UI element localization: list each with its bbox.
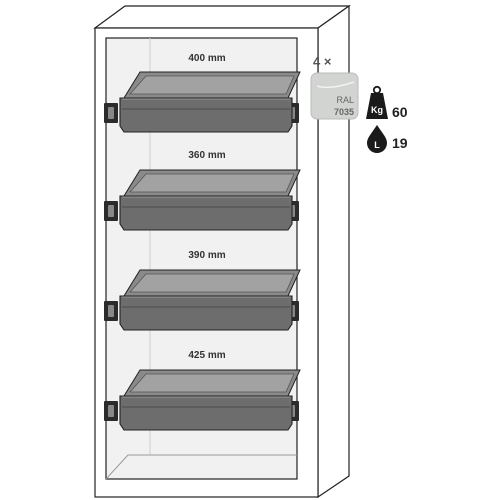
drawer-2-left-rail-detail: [108, 205, 114, 217]
weight-icon-text: Kg: [371, 105, 383, 115]
drawer-1-tray-floor: [129, 75, 295, 95]
weight-icon-body: [366, 93, 388, 119]
drawer-2-tray-floor: [129, 173, 295, 193]
ral-color-swatch: RAL 7035: [310, 72, 359, 120]
drawer-1: [104, 71, 301, 133]
drawer-2: [104, 169, 301, 231]
drawer-2-height-label: 360 mm: [188, 150, 225, 161]
load-capacity-value: 60: [392, 104, 408, 120]
drawer-3-front: [119, 295, 293, 331]
drawer-group: [104, 71, 301, 431]
swatch-highlight: [316, 81, 355, 89]
drawer-3-height-label: 390 mm: [188, 250, 225, 261]
drop-icon-body: [367, 125, 387, 153]
drawer-3-left-rail-detail: [108, 305, 114, 317]
ral-code: 7035: [334, 107, 354, 117]
liquid-drop-icon: L: [367, 125, 387, 153]
drawer-4-tray-floor: [129, 373, 295, 393]
drawer-3: [104, 269, 301, 331]
drawer-1-front: [119, 97, 293, 133]
drawer-1-height-label: 400 mm: [188, 53, 225, 64]
weight-icon-handle: [372, 85, 382, 95]
drawer-4-height-label: 425 mm: [188, 350, 225, 361]
drawer-3-tray-floor: [129, 273, 295, 293]
ral-label: RAL: [336, 95, 354, 105]
interior-floor-edge: [105, 454, 297, 480]
drawer-4: [104, 369, 301, 431]
sump-volume-value: 19: [392, 135, 408, 151]
cabinet-top: [93, 5, 351, 29]
weight-icon: Kg: [366, 85, 388, 119]
drawer-1-left-rail-detail: [108, 107, 114, 119]
spec-panel: 4 × RAL 7035 Kg 60 L 19: [310, 54, 408, 153]
drawer-4-left-rail-detail: [108, 405, 114, 417]
drawer-count-label: 4 ×: [313, 54, 332, 69]
drawer-4-front: [119, 395, 293, 431]
drawer-2-front: [119, 195, 293, 231]
drop-icon-text: L: [374, 140, 380, 150]
